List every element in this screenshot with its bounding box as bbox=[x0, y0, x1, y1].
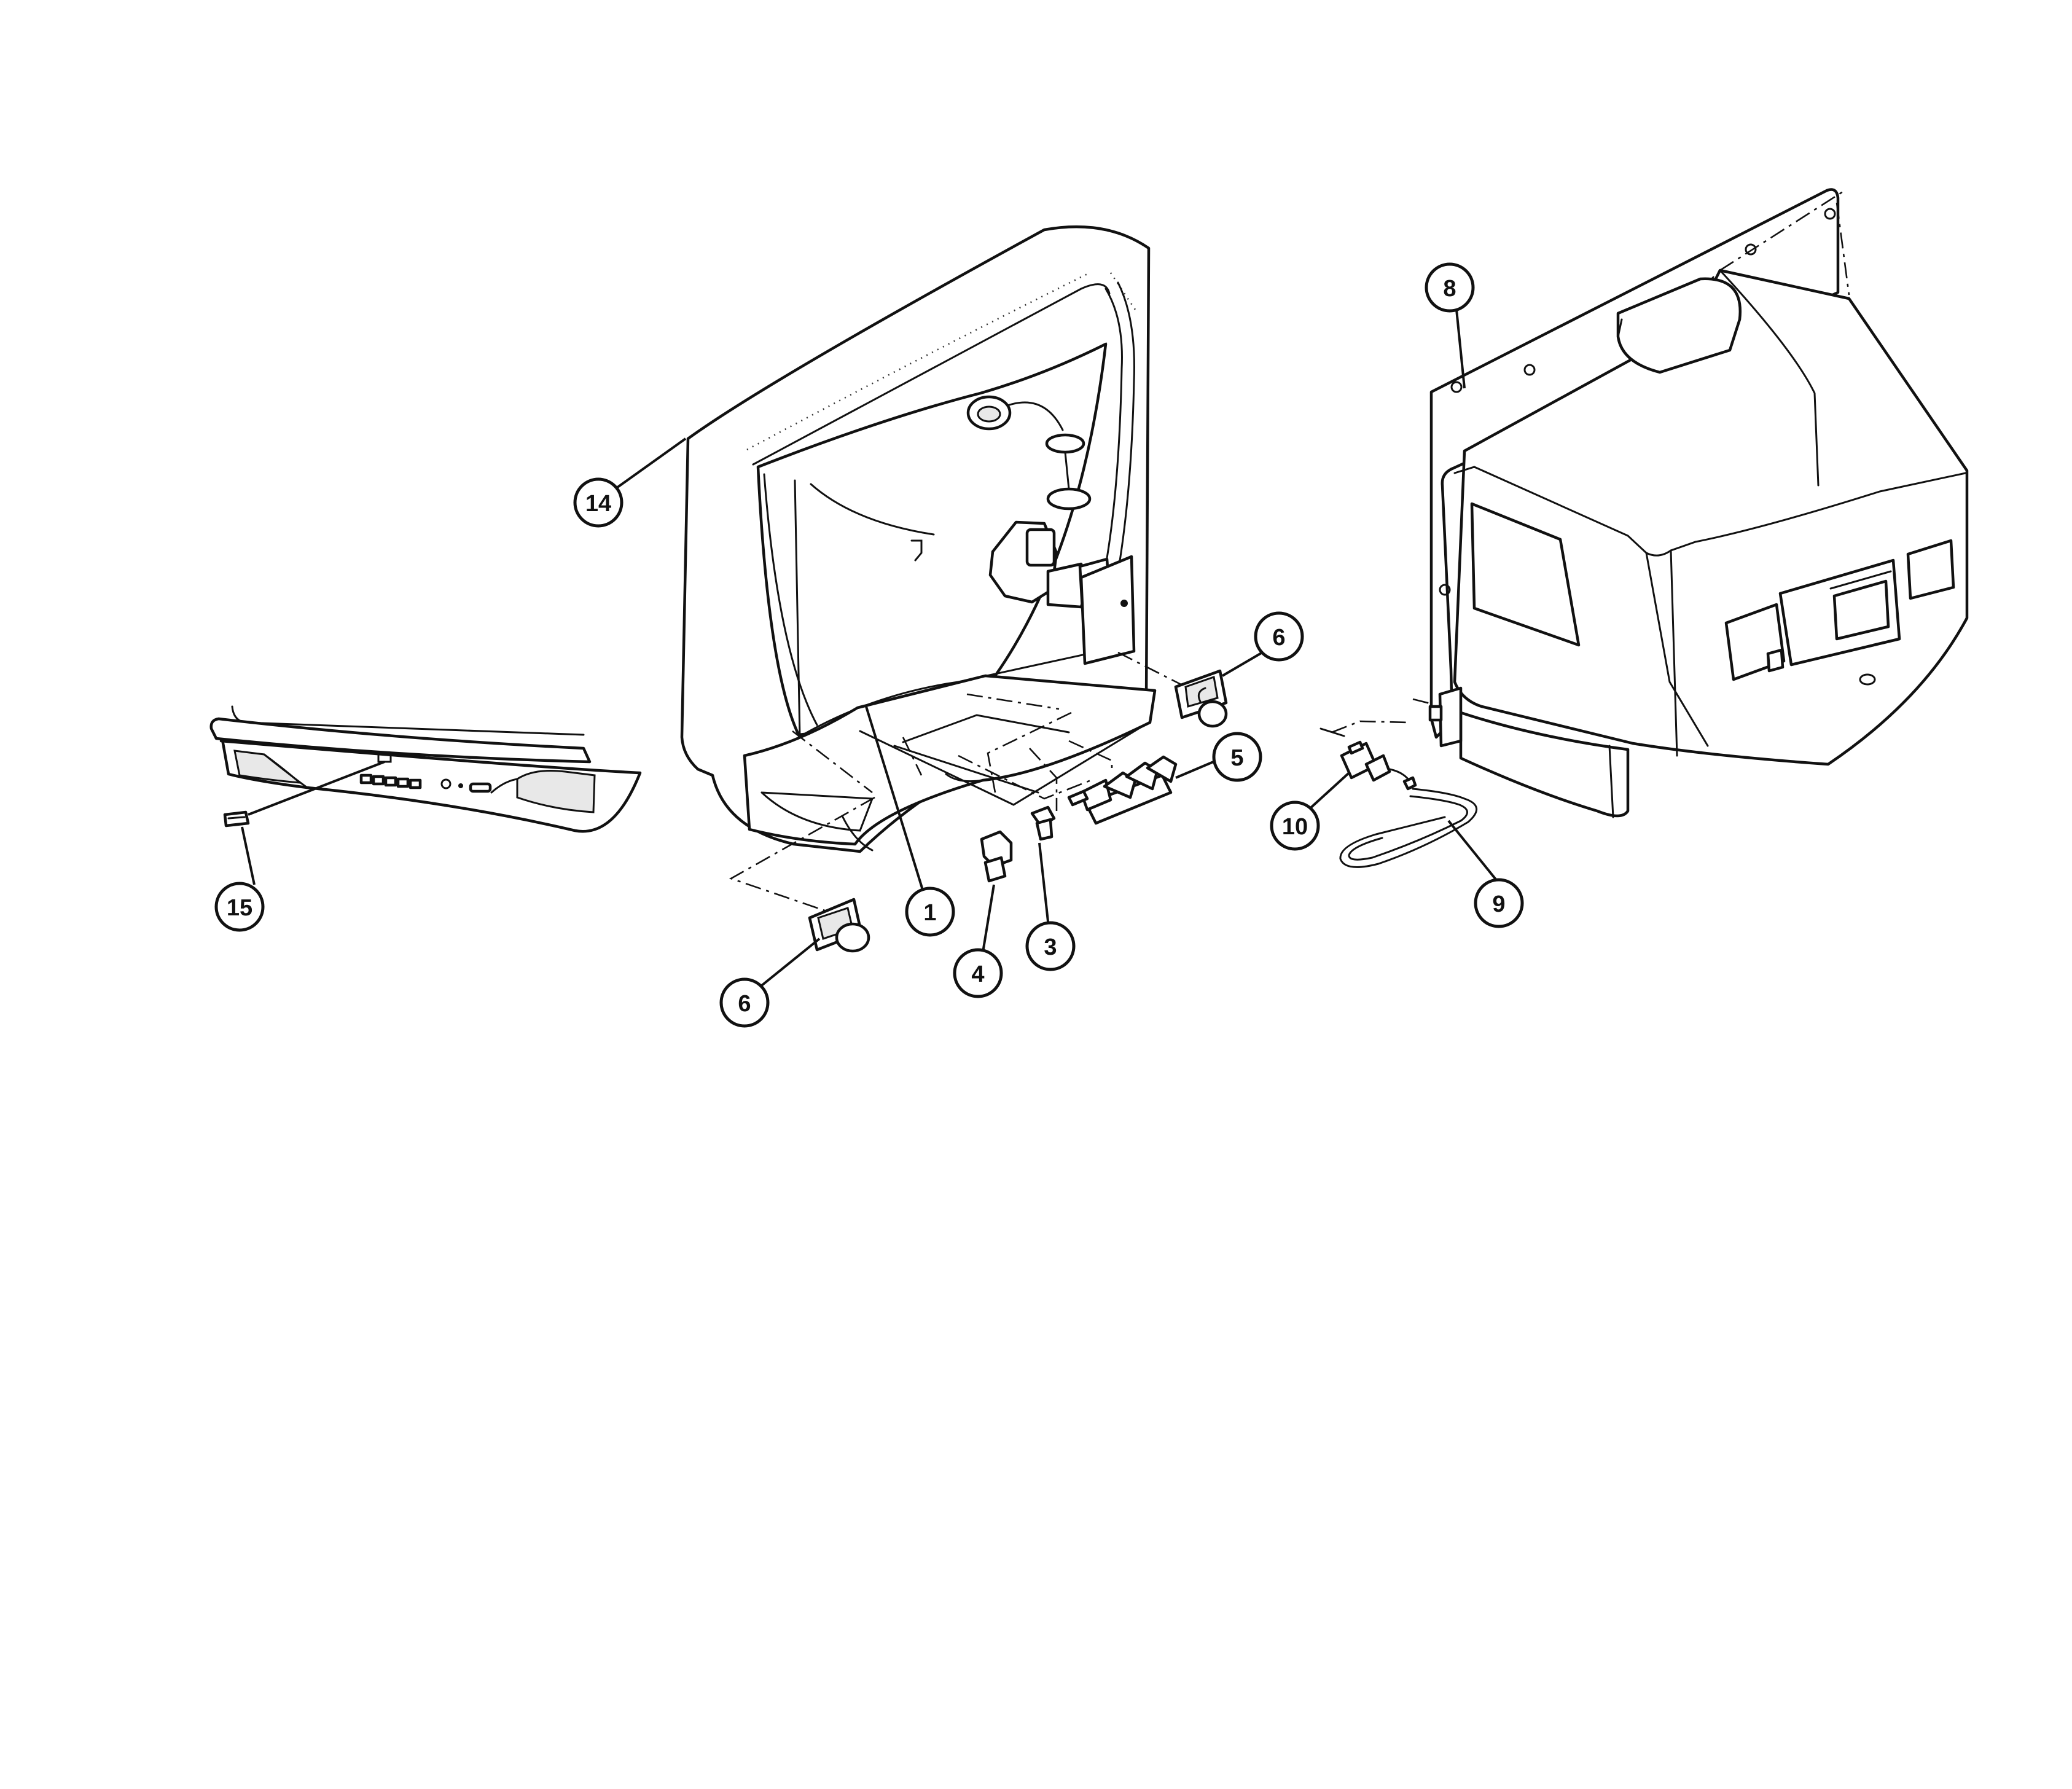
callout-4-label: 4 bbox=[971, 961, 984, 987]
bracket-part bbox=[980, 830, 1013, 883]
power-cord-assembly bbox=[1319, 727, 1478, 868]
callout-15-label: 15 bbox=[227, 895, 252, 921]
speaker-right bbox=[1174, 669, 1228, 728]
callout-6-right: 6 bbox=[1254, 611, 1304, 662]
callout-leaders bbox=[241, 303, 1501, 987]
callout-5-label: 5 bbox=[1230, 745, 1243, 771]
callout-6-right-label: 6 bbox=[1272, 625, 1285, 651]
callout-3-label: 3 bbox=[1044, 934, 1057, 960]
front-bezel-detail bbox=[209, 705, 642, 833]
callout-6-left: 6 bbox=[719, 977, 770, 1028]
callout-14-label: 14 bbox=[585, 491, 611, 517]
callout-6-left-label: 6 bbox=[738, 991, 751, 1017]
speaker-left bbox=[808, 898, 870, 953]
callout-8: 8 bbox=[1425, 262, 1475, 313]
callout-9: 9 bbox=[1474, 878, 1524, 928]
callout-5: 5 bbox=[1212, 732, 1262, 782]
callout-3: 3 bbox=[1025, 921, 1076, 971]
callout-1: 1 bbox=[905, 887, 955, 937]
small-knob bbox=[1030, 805, 1056, 841]
callout-10: 10 bbox=[1270, 801, 1320, 851]
callout-1-label: 1 bbox=[923, 900, 936, 926]
callout-9-label: 9 bbox=[1492, 891, 1505, 917]
callout-4: 4 bbox=[953, 948, 1003, 998]
callout-14: 14 bbox=[573, 477, 624, 528]
callout-15: 15 bbox=[214, 882, 265, 932]
callout-10-label: 10 bbox=[1282, 814, 1308, 840]
switch-bracket bbox=[1067, 755, 1178, 825]
rear-cabinet bbox=[1331, 188, 1969, 818]
callout-8-label: 8 bbox=[1443, 276, 1456, 302]
front-cabinet bbox=[680, 225, 1157, 853]
small-bracket-part bbox=[223, 810, 250, 828]
